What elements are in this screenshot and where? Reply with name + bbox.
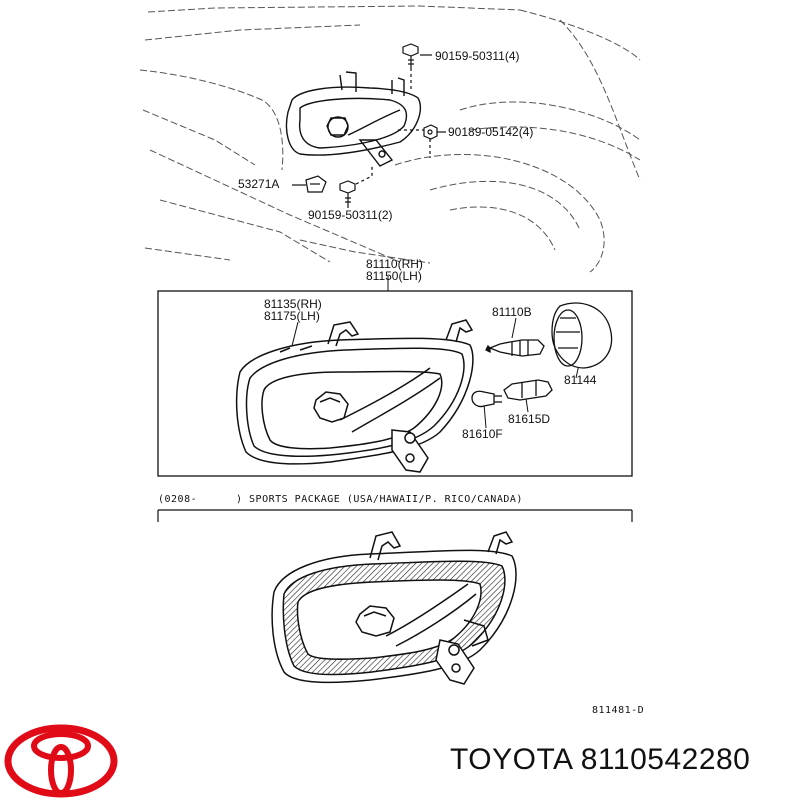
top-fasteners <box>292 43 446 208</box>
callout-bulb-main: 81110B <box>492 305 532 319</box>
callout-nut-right: 90189-05142(4) <box>448 125 534 139</box>
part-number-caption: TOYOTA 8110542280 <box>450 743 751 776</box>
figure-code: 811481-D <box>592 705 645 716</box>
variant-date-code: (0208- <box>158 494 198 505</box>
callout-bulb-small: 81610F <box>462 427 503 441</box>
installed-headlamp <box>285 71 422 167</box>
callout-bolt-bottom: 90159-50311(2) <box>308 208 393 222</box>
bulbs-sockets <box>471 302 613 408</box>
sports-headlamp <box>271 531 517 685</box>
vehicle-body-outline <box>139 5 641 273</box>
callout-assembly-lh: 81150(LH) <box>366 269 422 283</box>
assembly-frame <box>157 290 633 477</box>
callout-clip-left: 53271A <box>238 177 280 191</box>
callout-assembly-rh: 81110(RH) <box>366 257 423 271</box>
exploded-headlamp <box>235 319 474 473</box>
callout-housing-rh: 81135(RH) <box>264 297 322 311</box>
variant-description: ) SPORTS PACKAGE (USA/HAWAII/P. RICO/CAN… <box>236 494 523 505</box>
callout-bolt-top: 90159-50311(4) <box>435 49 520 63</box>
callout-housing-lh: 81175(LH) <box>264 309 320 323</box>
callout-socket-small: 81615D <box>508 412 551 426</box>
callout-socket-cap: 81144 <box>564 373 597 387</box>
toyota-logo-icon <box>4 724 118 798</box>
sports-package-bracket <box>157 509 633 522</box>
